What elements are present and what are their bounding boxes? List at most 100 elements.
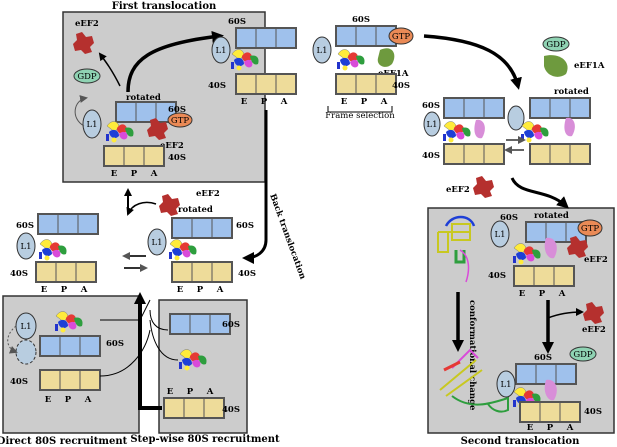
svg-text:GTP: GTP xyxy=(581,224,599,234)
svg-text:E: E xyxy=(519,289,526,299)
svg-text:P: P xyxy=(187,387,194,397)
middle-left-ribosome: 60S L1 40S E P A xyxy=(10,213,99,295)
l1-stalk xyxy=(82,109,102,139)
svg-text:A: A xyxy=(84,395,92,405)
gdp-label: GDP xyxy=(77,72,97,82)
equilibrium-pair: 60S L1 40S rotated xyxy=(422,87,591,165)
direct-recruitment-content: L1 60S 40S E P A xyxy=(7,311,124,405)
ires-mc xyxy=(168,239,198,261)
svg-text:eEF2: eEF2 xyxy=(584,255,608,265)
svg-text:L1: L1 xyxy=(151,238,162,248)
svg-text:40S: 40S xyxy=(488,271,506,281)
svg-text:40S: 40S xyxy=(208,81,226,91)
subunit-40s-st xyxy=(513,265,575,287)
subunit-60s-eq1 xyxy=(443,97,505,119)
label-back-translocation: Back translocation xyxy=(267,193,307,281)
svg-text:GTP: GTP xyxy=(392,32,410,42)
label-conformational-change: conformational change xyxy=(467,300,477,411)
subunit-60s-fs xyxy=(335,25,397,47)
gtp-label: GTP xyxy=(171,116,189,126)
rotated-label: rotated xyxy=(126,93,161,103)
svg-text:60S: 60S xyxy=(228,17,246,27)
svg-text:E: E xyxy=(527,423,534,433)
ires-eq2 xyxy=(520,121,550,143)
middle-center-ribosome: rotated L1 60S 40S E P A xyxy=(147,205,256,295)
svg-text:P: P xyxy=(261,97,268,107)
title-frame-selection: Frame selection xyxy=(325,111,395,121)
svg-text:A: A xyxy=(216,285,224,295)
svg-text:A: A xyxy=(150,169,158,179)
svg-text:40S: 40S xyxy=(584,407,602,417)
svg-text:L1: L1 xyxy=(20,322,31,332)
second-translocation-content: 60S rotated L1 GTP eEF2 40S E P A eEF2 6… xyxy=(437,211,608,433)
svg-text:40S: 40S xyxy=(10,377,28,387)
svg-text:60S: 60S xyxy=(236,221,254,231)
svg-text:A: A xyxy=(280,97,288,107)
svg-text:P: P xyxy=(539,289,546,299)
stepwise-recruitment-content: 60S 40S E P A xyxy=(163,313,240,419)
svg-text:L1: L1 xyxy=(500,380,511,390)
svg-text:A: A xyxy=(380,97,388,107)
svg-text:E: E xyxy=(241,97,248,107)
svg-text:60S: 60S xyxy=(106,339,124,349)
svg-text:A: A xyxy=(206,387,214,397)
eef2-label: eEF2 xyxy=(75,19,99,29)
svg-text:eEF1A: eEF1A xyxy=(574,61,605,71)
subunit-60s-post xyxy=(235,27,297,49)
svg-text:40S: 40S xyxy=(10,269,28,279)
s60-label: 60S xyxy=(168,105,186,115)
svg-text:60S: 60S xyxy=(352,15,370,25)
frame-selection-content: 60S L1 GTP eEF1A 40S E P A xyxy=(312,15,414,113)
svg-text:P: P xyxy=(61,285,68,295)
eef1a-factor xyxy=(377,48,395,67)
svg-text:40S: 40S xyxy=(422,151,440,161)
svg-text:40S: 40S xyxy=(392,81,410,91)
svg-text:P: P xyxy=(131,169,138,179)
svg-text:GDP: GDP xyxy=(573,350,593,360)
arrow-translocate xyxy=(126,30,224,93)
svg-text:L1: L1 xyxy=(316,46,327,56)
subunit-40s-ml xyxy=(35,261,97,283)
title-second-translocation: Second translocation xyxy=(461,436,580,447)
gdp-badge xyxy=(73,68,101,84)
svg-text:L1: L1 xyxy=(494,230,505,240)
title-direct-recruitment: Direct 80S recruitment xyxy=(0,436,128,447)
svg-text:40S: 40S xyxy=(238,269,256,279)
svg-text:P: P xyxy=(197,285,204,295)
svg-text:A: A xyxy=(80,285,88,295)
svg-text:40S: 40S xyxy=(222,405,240,415)
svg-text:60S: 60S xyxy=(16,221,34,231)
eef2-mid xyxy=(159,194,180,216)
subunit-40s-post xyxy=(235,73,297,95)
subunit-60s-mc xyxy=(171,217,233,239)
svg-text:E: E xyxy=(41,285,48,295)
svg-text:P: P xyxy=(547,423,554,433)
svg-text:rotated: rotated xyxy=(554,87,589,97)
title-first-translocation: First translocation xyxy=(112,1,217,12)
svg-text:eEF2: eEF2 xyxy=(582,325,606,335)
subunit-40s-eq1 xyxy=(443,143,505,165)
svg-text:eEF2: eEF2 xyxy=(196,189,220,199)
ires-ml xyxy=(38,239,68,261)
svg-text:A: A xyxy=(566,423,574,433)
svg-text:E: E xyxy=(45,395,52,405)
svg-text:L1: L1 xyxy=(215,46,226,56)
gtp-badge xyxy=(167,112,193,128)
eef2-entering xyxy=(473,176,494,198)
subunit-40s-direct xyxy=(39,369,101,391)
s40-label: 40S xyxy=(168,153,186,163)
subunit-40s xyxy=(103,145,165,167)
subunit-60s-ml xyxy=(37,213,99,235)
svg-text:L1: L1 xyxy=(20,242,31,252)
arrow-back-translocation xyxy=(242,110,268,264)
l1-label: L1 xyxy=(86,120,97,130)
ires-eq1 xyxy=(442,121,472,143)
subunit-60s-eq2 xyxy=(529,97,591,119)
svg-text:60S: 60S xyxy=(422,101,440,111)
subunit-60s-direct xyxy=(39,335,101,357)
svg-text:rotated: rotated xyxy=(178,205,213,215)
svg-text:60S: 60S xyxy=(222,320,240,330)
subunit-40s-fs xyxy=(335,73,397,95)
subunit-40s-st2 xyxy=(519,401,581,423)
